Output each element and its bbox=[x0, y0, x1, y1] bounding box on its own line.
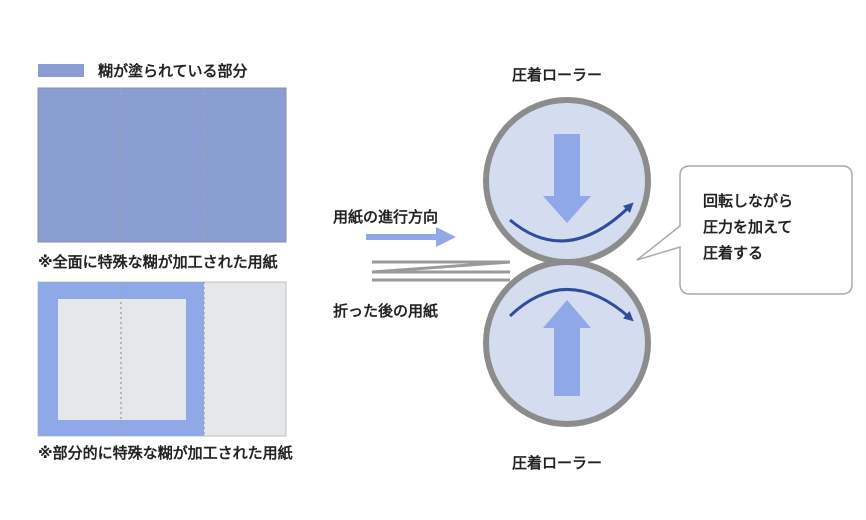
roller-top-label: 圧着ローラー bbox=[512, 66, 603, 84]
right-arrow-icon bbox=[366, 227, 456, 247]
roller-bottom bbox=[483, 259, 651, 427]
legend-swatch bbox=[38, 64, 84, 77]
callout-line: 回転しながら bbox=[703, 192, 794, 210]
paper-full-caption: ※全面に特殊な糊が加工された用紙 bbox=[38, 253, 278, 271]
callout-bubble bbox=[636, 165, 853, 295]
legend-label: 糊が塗られている部分 bbox=[98, 62, 248, 80]
callout-line: 圧着する bbox=[703, 244, 764, 262]
callout-line: 圧力を加えて bbox=[703, 218, 793, 236]
roller-bottom-label: 圧着ローラー bbox=[512, 454, 603, 472]
folded-label: 折った後の用紙 bbox=[333, 302, 439, 320]
roller-top bbox=[483, 97, 651, 265]
direction-label: 用紙の進行方向 bbox=[333, 208, 439, 226]
up-arrow-icon bbox=[543, 300, 591, 396]
callout-text: 回転しながら 圧力を加えて 圧着する bbox=[703, 188, 793, 266]
down-arrow-icon bbox=[543, 134, 591, 223]
folded-paper bbox=[371, 260, 511, 282]
rotation-arrow-icon bbox=[509, 202, 634, 243]
rotation-arrow-icon bbox=[508, 288, 634, 322]
paper-partial bbox=[37, 281, 287, 437]
paper-full bbox=[37, 87, 287, 243]
paper-partial-caption: ※部分的に特殊な糊が加工された用紙 bbox=[38, 444, 293, 462]
